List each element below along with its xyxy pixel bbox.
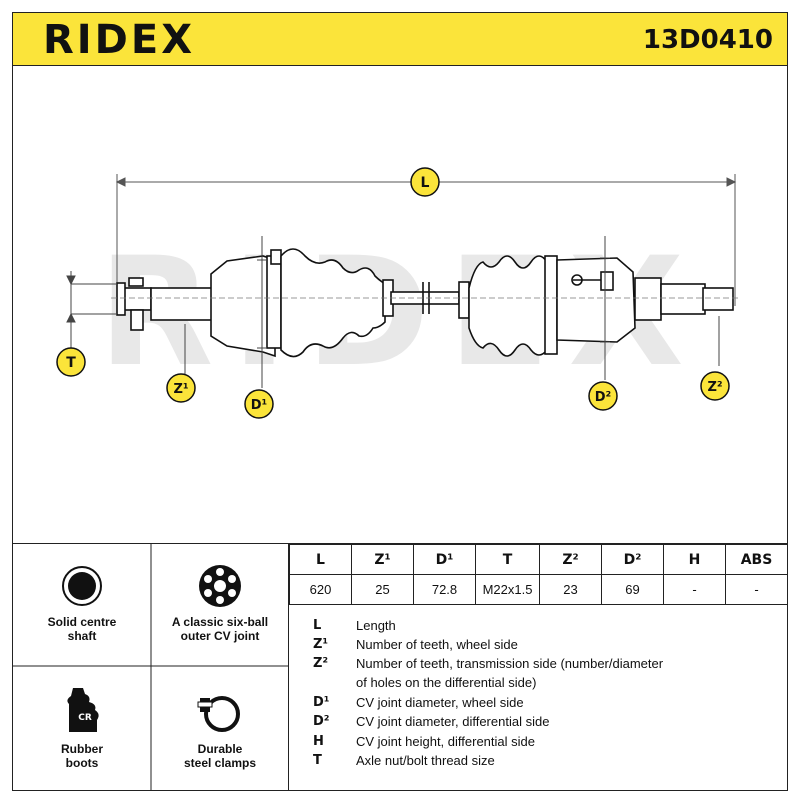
specification-panel: Solid centre shaft A classic six-ball ou… (12, 543, 788, 791)
spec-value-Z2: 23 (539, 574, 602, 605)
spec-header-ABS: ABS (725, 544, 787, 575)
legend-symbol: D¹ (313, 695, 330, 710)
legend-desc: of holes on the differential side) (356, 675, 537, 690)
spec-table: L Z¹ D¹ T Z² D² H ABS 620 25 72.8 M22x1.… (289, 544, 787, 605)
label-Z2-text: Z² (707, 380, 722, 395)
feature-solid-shaft-line2: shaft (67, 629, 97, 643)
feature-rubber-boots-line1: Rubber (61, 742, 103, 756)
legend-symbol: D² (313, 714, 330, 729)
legend-symbol: Z² (313, 656, 329, 671)
rubber-boot-icon: CR (67, 688, 99, 732)
label-D2-text: D² (595, 390, 612, 405)
feature-steel-clamps-line2: steel clamps (183, 756, 257, 770)
feature-solid-shaft: Solid centre shaft (13, 615, 151, 643)
feature-rubber-boots-line2: boots (65, 756, 99, 770)
label-T: T (56, 347, 86, 377)
label-D1: D¹ (244, 389, 274, 419)
label-Z2: Z² (700, 371, 730, 401)
legend-desc: CV joint diameter, differential side (356, 714, 550, 729)
drive-shaft (116, 248, 734, 358)
spec-header-D1: D¹ (413, 544, 476, 575)
spec-value-ABS: - (725, 574, 787, 605)
spec-header-T: T (475, 544, 540, 575)
spec-value-D2: 69 (601, 574, 664, 605)
rubber-boot-badge: CR (78, 713, 92, 723)
feature-six-ball-joint-line2: outer CV joint (180, 629, 260, 643)
label-T-text: T (66, 355, 76, 371)
diagram-panel: RIDEX (12, 66, 788, 544)
label-D1-text: D¹ (251, 398, 268, 413)
brand-logo: RIDEX (43, 17, 196, 63)
label-L: L (410, 167, 440, 197)
feature-grid (13, 544, 289, 790)
legend-desc: Number of teeth, wheel side (356, 637, 518, 652)
feature-solid-shaft-line1: Solid centre (47, 615, 117, 629)
dimension-leaders (66, 236, 720, 388)
feature-six-ball-joint: A classic six-ball outer CV joint (151, 615, 289, 643)
spec-header-H: H (663, 544, 726, 575)
part-number: 13D0410 (642, 25, 773, 55)
feature-steel-clamps: Durable steel clamps (151, 742, 289, 770)
steel-clamp-icon (197, 696, 240, 732)
legend-symbol: L (313, 618, 322, 633)
label-Z1-text: Z¹ (173, 382, 188, 397)
spec-header-Z2: Z² (539, 544, 602, 575)
spec-value-Z1: 25 (351, 574, 414, 605)
spec-header-row: L Z¹ D¹ T Z² D² H ABS (289, 544, 787, 575)
label-L-text: L (421, 175, 430, 191)
spec-value-D1: 72.8 (413, 574, 476, 605)
solid-shaft-icon (62, 566, 102, 606)
legend-symbol: T (313, 753, 322, 768)
legend-desc: CV joint diameter, wheel side (356, 695, 524, 710)
feature-rubber-boots: Rubber boots (13, 742, 151, 770)
spec-value-row: 620 25 72.8 M22x1.5 23 69 - - (289, 574, 787, 605)
header-bar: RIDEX 13D0410 (12, 12, 788, 66)
spec-value-T: M22x1.5 (475, 574, 540, 605)
spec-header-D2: D² (601, 544, 664, 575)
spec-header-Z1: Z¹ (351, 544, 414, 575)
legend-desc: Number of teeth, transmission side (numb… (356, 656, 664, 671)
legend-desc: CV joint height, differential side (356, 734, 535, 749)
legend-desc: Axle nut/bolt thread size (356, 753, 495, 768)
label-Z1: Z¹ (166, 373, 196, 403)
label-D2: D² (588, 381, 618, 411)
legend-symbol: Z¹ (313, 637, 329, 652)
feature-six-ball-joint-line1: A classic six-ball (171, 615, 269, 629)
spec-header-L: L (289, 544, 352, 575)
spec-value-H: - (663, 574, 726, 605)
feature-steel-clamps-line1: Durable (197, 742, 243, 756)
drive-shaft-diagram: RIDEX (56, 167, 741, 419)
six-ball-joint-icon (199, 565, 241, 607)
legend-desc: Length (356, 618, 396, 633)
legend-symbol: H (313, 734, 324, 749)
spec-value-L: 620 (289, 574, 352, 605)
